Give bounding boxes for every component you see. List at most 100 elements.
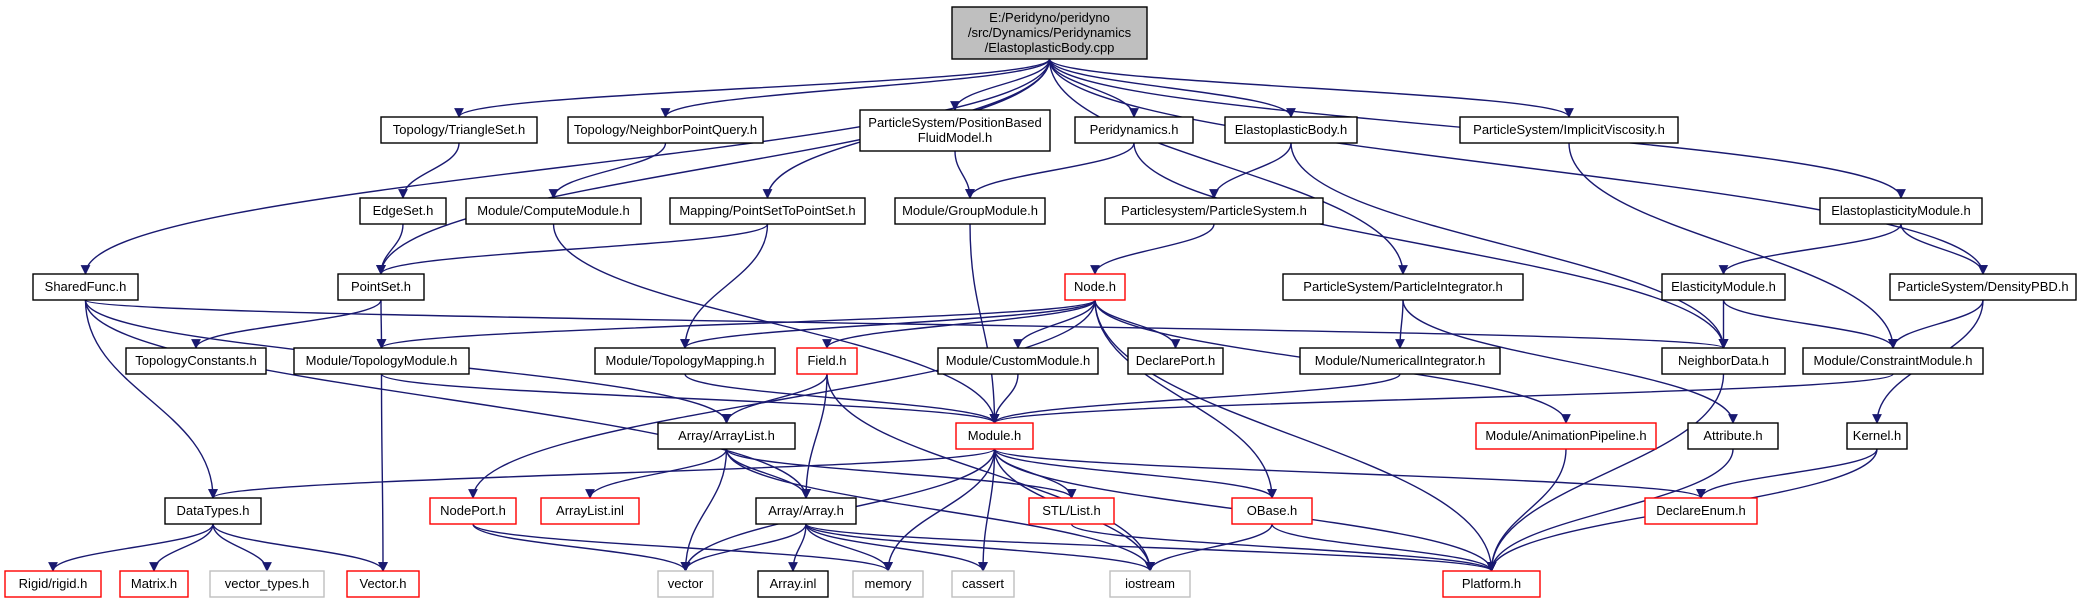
node-elastoplasticitymodule[interactable]: ElastoplasticityModule.h bbox=[1819, 197, 1983, 225]
node-box-pointset bbox=[337, 273, 425, 301]
node-elasticitymodule[interactable]: ElasticityModule.h bbox=[1661, 273, 1786, 301]
node-cassert[interactable]: cassert bbox=[951, 570, 1015, 598]
node-arraylistinl[interactable]: ArrayList.inl bbox=[540, 497, 640, 525]
node-box-module bbox=[955, 422, 1034, 450]
node-label-obase: OBase.h bbox=[1247, 503, 1298, 518]
edge-datatypes-to-matrix bbox=[149, 523, 214, 572]
node-label-neighborpointquery: Topology/NeighborPointQuery.h bbox=[574, 122, 757, 137]
edge-field-to-arraylist bbox=[721, 373, 828, 424]
node-declareenum[interactable]: DeclareEnum.h bbox=[1644, 497, 1758, 525]
node-label-field: Field.h bbox=[807, 353, 846, 368]
node-node[interactable]: Node.h bbox=[1064, 273, 1126, 301]
node-topologymapping[interactable]: Module/TopologyMapping.h bbox=[594, 347, 776, 375]
edge-particlesystem-to-node bbox=[1090, 223, 1215, 275]
node-box-root bbox=[951, 6, 1148, 60]
node-label-pointset: PointSet.h bbox=[351, 279, 411, 294]
edge-array-to-vector bbox=[680, 523, 807, 572]
node-datatypes[interactable]: DataTypes.h bbox=[164, 497, 262, 525]
node-label-arraylistinl: ArrayList.inl bbox=[556, 503, 624, 518]
edge-node-to-platform bbox=[1094, 299, 1497, 572]
node-rigid[interactable]: Rigid/rigid.h bbox=[4, 570, 102, 598]
node-label-groupmodule: Module/GroupModule.h bbox=[902, 203, 1038, 218]
node-topologyconstants[interactable]: TopologyConstants.h bbox=[125, 347, 267, 375]
node-box-arraylist bbox=[657, 422, 796, 450]
node-box-obase bbox=[1231, 497, 1313, 525]
node-label-densitypbd: ParticleSystem/DensityPBD.h bbox=[1897, 279, 2068, 294]
node-neighbordata[interactable]: NeighborData.h bbox=[1661, 347, 1786, 375]
node-label-vector: vector bbox=[668, 576, 704, 591]
node-custommodule[interactable]: Module/CustomModule.h bbox=[937, 347, 1099, 375]
node-nodeport[interactable]: NodePort.h bbox=[429, 497, 517, 525]
node-platform[interactable]: Platform.h bbox=[1442, 570, 1541, 598]
node-box-cassert bbox=[951, 570, 1015, 598]
node-vectorh[interactable]: Vector.h bbox=[346, 570, 420, 598]
edge-animationpipeline-to-platform bbox=[1486, 448, 1567, 572]
node-label-vectortypes: vector_types.h bbox=[225, 576, 310, 591]
node-label-topologymodule: Module/TopologyModule.h bbox=[306, 353, 458, 368]
edge-elastoplasticbody-to-neighbordata bbox=[1290, 142, 1729, 349]
edge-neighborpointquery-to-computemodule bbox=[548, 142, 667, 199]
node-arraylist[interactable]: Array/ArrayList.h bbox=[657, 422, 796, 450]
edge-node-to-topologymodule bbox=[376, 299, 1096, 349]
node-box-arrayinl bbox=[757, 570, 829, 598]
node-densitypbd[interactable]: ParticleSystem/DensityPBD.h bbox=[1889, 273, 2077, 301]
node-label-vectorh: Vector.h bbox=[360, 576, 407, 591]
node-obase[interactable]: OBase.h bbox=[1231, 497, 1313, 525]
edge-obase-to-platform bbox=[1271, 523, 1497, 572]
node-particlesystem[interactable]: Particlesystem/ParticleSystem.h bbox=[1104, 197, 1324, 225]
node-computemodule[interactable]: Module/ComputeModule.h bbox=[465, 197, 642, 225]
node-stllist[interactable]: STL/List.h bbox=[1028, 497, 1115, 525]
edge-array-to-platform bbox=[805, 523, 1497, 572]
node-vector[interactable]: vector bbox=[657, 570, 714, 598]
node-edgeset[interactable]: EdgeSet.h bbox=[359, 197, 447, 225]
node-field[interactable]: Field.h bbox=[796, 347, 858, 375]
edge-peridynamics-to-neighbordata bbox=[1133, 142, 1729, 349]
node-sharedfunc[interactable]: SharedFunc.h bbox=[32, 273, 139, 301]
node-label-animationpipeline: Module/AnimationPipeline.h bbox=[1485, 428, 1646, 443]
node-neighborpointquery[interactable]: Topology/NeighborPointQuery.h bbox=[567, 116, 764, 144]
edge-root-to-neighborpointquery bbox=[660, 58, 1051, 118]
node-elastoplasticbody[interactable]: ElastoplasticBody.h bbox=[1224, 116, 1358, 144]
node-pointsettopointset[interactable]: Mapping/PointSetToPointSet.h bbox=[669, 197, 866, 225]
edge-particleintegrator-to-attribute bbox=[1402, 299, 1738, 424]
node-animationpipeline[interactable]: Module/AnimationPipeline.h bbox=[1475, 422, 1657, 450]
node-declareport[interactable]: DeclarePort.h bbox=[1127, 347, 1224, 375]
node-box-vectorh bbox=[346, 570, 420, 598]
node-numericalintegrator[interactable]: Module/NumericalIntegrator.h bbox=[1299, 347, 1501, 375]
node-vectortypes[interactable]: vector_types.h bbox=[209, 570, 325, 598]
edge-array-to-cassert bbox=[805, 523, 988, 572]
node-particleintegrator[interactable]: ParticleSystem/ParticleIntegrator.h bbox=[1282, 273, 1524, 301]
node-iostream[interactable]: iostream bbox=[1109, 570, 1191, 598]
node-box-rigid bbox=[4, 570, 102, 598]
node-box-platform bbox=[1442, 570, 1541, 598]
node-module[interactable]: Module.h bbox=[955, 422, 1034, 450]
node-array[interactable]: Array/Array.h bbox=[755, 497, 857, 525]
node-topologymodule[interactable]: Module/TopologyModule.h bbox=[293, 347, 470, 375]
node-groupmodule[interactable]: Module/GroupModule.h bbox=[894, 197, 1046, 225]
node-box-datatypes bbox=[164, 497, 262, 525]
node-box-densitypbd bbox=[1889, 273, 2077, 301]
node-label-matrix: Matrix.h bbox=[131, 576, 177, 591]
node-kernel[interactable]: Kernel.h bbox=[1846, 422, 1908, 450]
node-box-groupmodule bbox=[894, 197, 1046, 225]
node-arrayinl[interactable]: Array.inl bbox=[757, 570, 829, 598]
node-implicitviscosity[interactable]: ParticleSystem/ImplicitViscosity.h bbox=[1459, 116, 1679, 144]
node-box-animationpipeline bbox=[1475, 422, 1657, 450]
node-constraintmodule[interactable]: Module/ConstraintModule.h bbox=[1802, 347, 1984, 375]
node-root[interactable]: E:/Peridyno/peridyno/src/Dynamics/Peridy… bbox=[951, 6, 1148, 60]
node-memory[interactable]: memory bbox=[852, 570, 924, 598]
edge-nodeport-to-memory bbox=[472, 523, 893, 572]
edge-arraylist-to-stllist bbox=[725, 448, 1077, 499]
edge-node-to-topologymapping bbox=[680, 299, 1096, 349]
node-attribute[interactable]: Attribute.h bbox=[1687, 422, 1779, 450]
node-pointset[interactable]: PointSet.h bbox=[337, 273, 425, 301]
edge-pointset-to-topologymodule bbox=[376, 299, 387, 349]
edge-node-to-field bbox=[822, 299, 1096, 349]
node-peridynamics[interactable]: Peridynamics.h bbox=[1074, 116, 1194, 144]
node-label-arrayinl: Array.inl bbox=[770, 576, 817, 591]
node-matrix[interactable]: Matrix.h bbox=[119, 570, 189, 598]
node-box-particleintegrator bbox=[1282, 273, 1524, 301]
node-label-implicitviscosity: ParticleSystem/ImplicitViscosity.h bbox=[1473, 122, 1665, 137]
node-triangleset[interactable]: Topology/TriangleSet.h bbox=[380, 116, 538, 144]
